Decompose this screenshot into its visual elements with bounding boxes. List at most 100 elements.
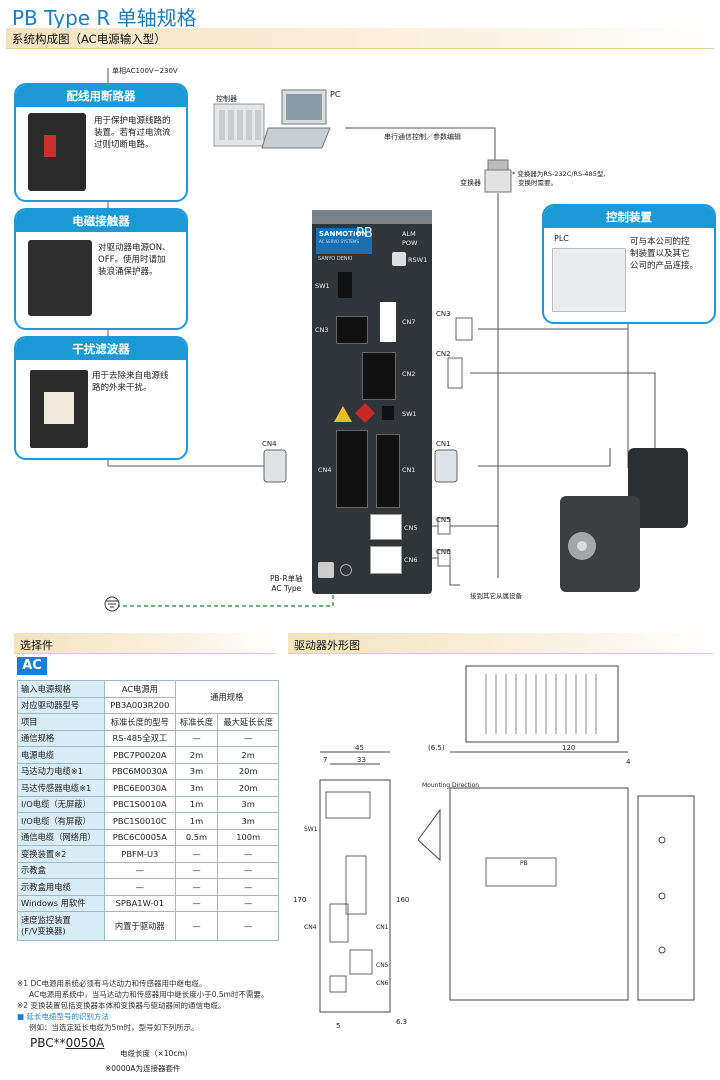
- cn4-label: CN4: [262, 440, 277, 448]
- cn7-port[interactable]: [380, 302, 396, 342]
- note-line: ※2 变换装置包括变换器本体和变换器与驱动器间的通信电缆。: [17, 1001, 226, 1010]
- table-cell: —: [104, 861, 176, 879]
- section-header-options: 选择件: [14, 633, 276, 654]
- converter-icon: [484, 159, 512, 193]
- dim-5: 5: [336, 1022, 341, 1030]
- filter-desc-line: 用于去除来自电源线: [92, 371, 169, 381]
- plc-desc-line: 公司的产品连接。: [630, 261, 699, 271]
- contactor-desc-line: 对驱动器电源ON、: [98, 243, 171, 253]
- table-cell-line: (F/V变换器): [21, 926, 66, 936]
- power-label: 单相AC100V~230V: [112, 67, 178, 75]
- rsw1-label: RSW1: [408, 256, 428, 264]
- ext-model-length: 0050A: [65, 1036, 105, 1050]
- table-cell: PB3A003R200: [104, 696, 176, 714]
- table-cell: 100m: [217, 828, 279, 846]
- dim-33: 33: [357, 756, 366, 764]
- pb-r-text: PB-R单轴: [270, 574, 303, 583]
- cn3-port[interactable]: [336, 316, 368, 344]
- filter-title: 干扰滤波器: [16, 338, 186, 360]
- table-cell: 电源电缆: [16, 746, 106, 764]
- section-header-system: 系统构成图（AC电源输入型）: [6, 28, 714, 49]
- section-title: 驱动器外形图: [294, 639, 360, 652]
- outline-cn5: CN5: [376, 962, 389, 969]
- ext-conn-note: ※0000A为连接器套件: [105, 1064, 181, 1073]
- rsw1-rotary-switch[interactable]: [392, 252, 406, 266]
- converter-note: * 变换器为RS-232C/RS-485型, 变换时需要。: [512, 170, 605, 188]
- table-cell: Windows 用软件: [16, 894, 106, 912]
- table-cell: 2m: [217, 746, 279, 764]
- dim-160: 160: [396, 896, 410, 904]
- table-cell: 1m: [174, 795, 219, 813]
- plc-title: 控制装置: [544, 206, 714, 228]
- note-line: ※1 DC电源用系统必须有马达动力和传感器用中继电缆。: [17, 979, 207, 988]
- table-cell: 通信规格: [16, 729, 106, 747]
- pc-label: PC: [330, 90, 341, 99]
- ac-badge: AC: [17, 657, 47, 675]
- table-cell: —: [174, 861, 219, 879]
- note-line: ■ 延长电缆型号的识别方法: [17, 1012, 109, 1021]
- table-row: 项目 标准长度的型号 标准长度 最大延长长度: [16, 713, 279, 731]
- table-cell: 项目: [16, 713, 106, 731]
- driver-model: PB: [356, 226, 373, 241]
- plc-desc: 可与本公司的控 制装置以及其它 公司的产品连接。: [630, 236, 698, 272]
- table-cell: —: [217, 878, 279, 896]
- cn4-port[interactable]: [336, 430, 368, 508]
- plc-desc-line: 制装置以及其它: [630, 249, 690, 259]
- dim-120: 120: [562, 744, 576, 752]
- controller-icon: [213, 103, 265, 147]
- plc-image: [552, 248, 626, 312]
- table-cell: 对应驱动器型号: [16, 696, 106, 714]
- dim-170: 170: [293, 896, 307, 904]
- pow-led-label: POW: [402, 239, 418, 247]
- driver-cn5-label: CN5: [404, 524, 418, 532]
- cn5-port[interactable]: [370, 514, 402, 540]
- breaker-box: 配线用断路器 用于保护电源线路的 装置。若有过电流流 过则切断电路。: [14, 83, 188, 202]
- plc-label: PLC: [554, 234, 569, 243]
- breaker-desc-line: 装置。若有过电流流: [94, 128, 171, 138]
- table-cell: 示教盒: [16, 861, 106, 879]
- pb-r-label: PB-R单轴 AC Type: [270, 574, 303, 594]
- ext-model-prefix: PBC**: [30, 1036, 66, 1050]
- warning-icon: [334, 406, 352, 422]
- sw1-dip-switch[interactable]: [338, 272, 352, 298]
- table-cell: —: [217, 894, 279, 912]
- breaker-image: [28, 113, 86, 191]
- table-cell: 内置于驱动器: [104, 911, 176, 941]
- breaker-title: 配线用断路器: [16, 85, 186, 107]
- dim-7: 7: [323, 756, 328, 764]
- converter-label: 变换器: [460, 179, 481, 187]
- cn1-port[interactable]: [376, 434, 400, 508]
- filter-image: [30, 370, 88, 448]
- table-cell: —: [174, 911, 219, 941]
- driver-maker: SANYO DENKI: [318, 256, 353, 262]
- table-cell: —: [104, 878, 176, 896]
- cn2-port[interactable]: [362, 352, 396, 400]
- outline-sw1: SW1: [304, 826, 318, 833]
- table-cell: 最大延长长度: [217, 713, 279, 731]
- note-line: AC电源用系统中，当马达动力和传感器用中继长度小于0.5m时不需要。: [29, 990, 269, 999]
- table-row: 速度监控装置(F/V变换器) 内置于驱动器 — —: [16, 911, 279, 941]
- note-line: 例如：当选定延长电缆为5m时，型号如下列所示。: [29, 1023, 199, 1032]
- table-cell: 马达传感器电缆※1: [16, 779, 106, 797]
- table-cell: 20m: [217, 779, 279, 797]
- sw1b-switch[interactable]: [382, 406, 394, 420]
- plc-desc-line: 可与本公司的控: [630, 237, 690, 247]
- table-cell: 通用规格: [174, 680, 280, 714]
- sw1-label: SW1: [315, 282, 330, 290]
- table-cell: —: [174, 894, 219, 912]
- driver-cn2-label: CN2: [402, 370, 416, 378]
- outline-pb-label: PB: [520, 860, 528, 867]
- laptop-icon: [261, 89, 331, 149]
- breaker-desc-line: 过则切断电路。: [94, 140, 154, 150]
- contactor-image: [28, 240, 92, 316]
- cn5-label: CN5: [436, 516, 451, 524]
- system-diagram: [104, 68, 688, 612]
- cn6-port[interactable]: [370, 546, 402, 574]
- options-table: 输入电源规格 AC电源用 通用规格 对应驱动器型号 PB3A003R200 项目…: [16, 680, 280, 941]
- outline-cn1: CN1: [376, 924, 389, 931]
- serial-label: 串行通信控制／参数编辑: [384, 133, 461, 141]
- plc-box: 控制装置 PLC 可与本公司的控 制装置以及其它 公司的产品连接。: [542, 204, 716, 324]
